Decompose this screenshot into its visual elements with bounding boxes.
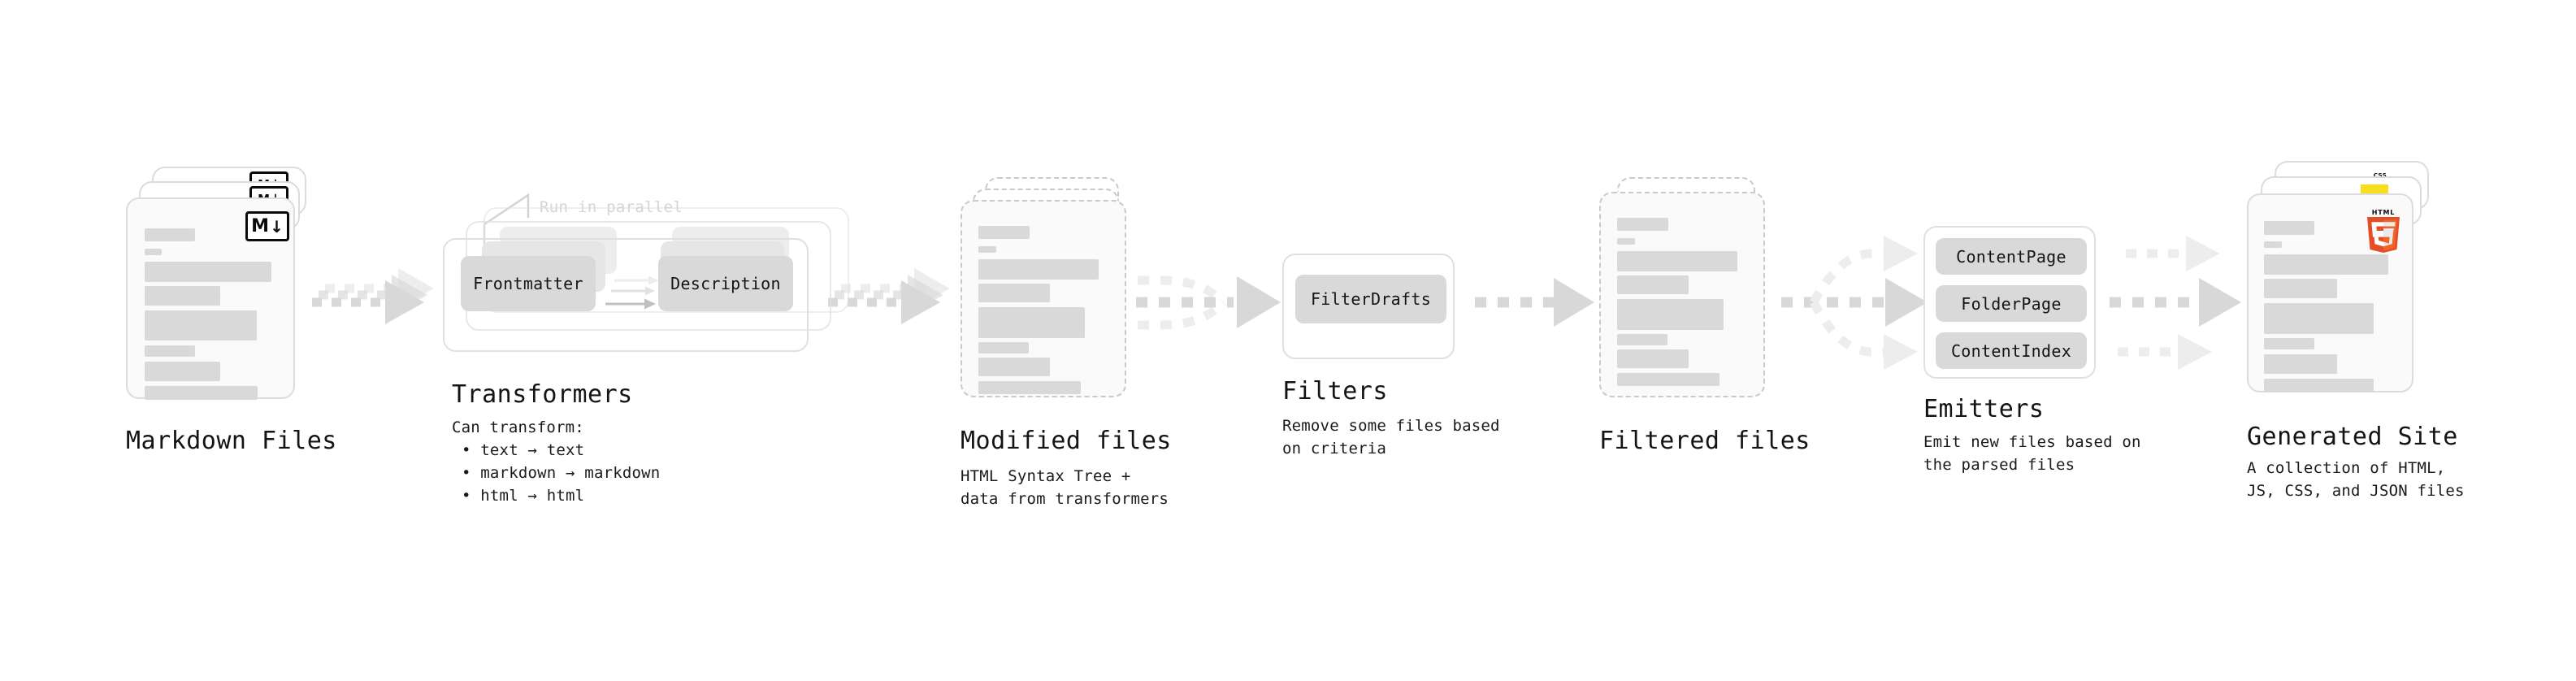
- skeleton-bar: [2264, 354, 2337, 374]
- skeleton-bar: [145, 262, 271, 282]
- stage-title-filters: Filters: [1282, 377, 1388, 406]
- markdown-badge-arrow: ↓: [270, 216, 284, 236]
- skeleton-bar: [2264, 379, 2374, 392]
- skeleton-bar: [2264, 241, 2282, 248]
- skeleton-bar: [145, 386, 258, 400]
- filters-group[interactable]: FilterDrafts: [1282, 254, 1455, 359]
- skeleton-bar: [145, 286, 220, 306]
- stage-title-modified-files: Modified files: [961, 427, 1172, 455]
- skeleton-bar: [1617, 218, 1668, 231]
- modified-files-stack: [961, 177, 1147, 421]
- emitters-pill-label: ContentPage: [1956, 246, 2066, 267]
- transformers-bullet-item: • text → text: [462, 441, 585, 459]
- css-icon-label: CSS: [2373, 172, 2387, 179]
- stage-desc-emitters: Emit new files based on the parsed files: [1923, 433, 2141, 474]
- skeleton-bar: [2264, 221, 2314, 235]
- filtered-card-front: [1599, 192, 1765, 397]
- generated-card-front: [2247, 193, 2413, 393]
- skeleton-bar: [978, 226, 1030, 239]
- transformers-group: Frontmatter Description Frontmatter Desc…: [443, 207, 865, 370]
- modified-card-front: [961, 200, 1126, 397]
- skeleton-bar: [1617, 251, 1737, 271]
- skeleton-bar: [978, 284, 1050, 302]
- stage-desc-filters: Remove some files based on criteria: [1282, 417, 1500, 458]
- transformers-bullet-list: • text → text • markdown → markdown • ht…: [462, 439, 660, 507]
- skeleton-bar: [978, 246, 996, 253]
- emitters-pill-label: ContentIndex: [1950, 340, 2072, 361]
- markdown-badge-front: M↓: [245, 211, 289, 241]
- transformers-bullet-item: • html → html: [462, 487, 585, 505]
- conn-filters-to-filtered: [1475, 278, 1594, 327]
- skeleton-bar: [145, 362, 220, 381]
- generated-site-stack: CSS HTML: [2247, 161, 2450, 421]
- skeleton-bar: [978, 307, 1085, 338]
- skeleton-bar: [978, 259, 1099, 280]
- filters-pill-label: FilterDrafts: [1310, 289, 1432, 309]
- stage-desc-modified-files: HTML Syntax Tree + data from transformer…: [961, 467, 1169, 508]
- stage-title-transformers: Transformers: [452, 380, 633, 409]
- emitters-group[interactable]: ContentPage FolderPage ContentIndex: [1923, 226, 2096, 379]
- emitters-pill-contentpage[interactable]: ContentPage: [1936, 238, 2087, 275]
- conn-md-to-transformers: [312, 268, 434, 324]
- stage-title-markdown-files: Markdown Files: [126, 427, 337, 455]
- transformer-pill-label: Frontmatter: [473, 274, 583, 293]
- stage-title-filtered-files: Filtered files: [1599, 427, 1811, 455]
- skeleton-bar: [2264, 303, 2374, 334]
- stage-title-generated-site: Generated Site: [2247, 423, 2458, 451]
- transformer-container-front[interactable]: [443, 238, 809, 352]
- skeleton-bar: [1617, 238, 1635, 245]
- skeleton-bar: [1617, 334, 1667, 345]
- skeleton-bar: [978, 381, 1081, 394]
- skeleton-bar: [1617, 373, 1720, 386]
- transformer-pill-description[interactable]: Description: [658, 256, 793, 311]
- html5-icon-label: HTML: [2371, 209, 2396, 216]
- markdown-files-stack: M↓ M↓ M↓: [126, 167, 313, 423]
- conn-filtered-to-emitters: [1781, 236, 1928, 370]
- markdown-badge-m: M: [251, 215, 270, 236]
- skeleton-bar: [1617, 299, 1724, 330]
- skeleton-bar: [1617, 275, 1689, 294]
- skeleton-bar: [2264, 279, 2337, 298]
- skeleton-bar: [2264, 254, 2388, 275]
- stage-desc-transformers: Can transform:: [452, 419, 584, 436]
- stage-title-emitters: Emitters: [1923, 395, 2045, 423]
- run-in-parallel-note: Run in parallel: [540, 198, 683, 216]
- transformer-pill-label: Description: [670, 274, 781, 293]
- skeleton-bar: [978, 342, 1029, 354]
- transformer-pill-frontmatter[interactable]: Frontmatter: [461, 256, 596, 311]
- conn-emitters-to-site: [2110, 236, 2241, 370]
- skeleton-bar: [145, 249, 162, 255]
- filtered-files-stack: [1599, 177, 1786, 421]
- emitters-pill-label: FolderPage: [1961, 293, 2062, 314]
- filters-pill-filterdrafts[interactable]: FilterDrafts: [1295, 275, 1446, 323]
- stage-desc-generated-site: A collection of HTML, JS, CSS, and JSON …: [2247, 459, 2465, 500]
- skeleton-bar: [145, 228, 195, 241]
- html5-icon: HTML: [2365, 208, 2402, 253]
- transformers-bullet-item: • markdown → markdown: [462, 464, 661, 482]
- skeleton-bar: [2264, 338, 2314, 349]
- skeleton-bar: [145, 345, 195, 357]
- skeleton-bar: [978, 358, 1050, 376]
- conn-modified-to-filters: [1136, 275, 1281, 330]
- emitters-pill-folderpage[interactable]: FolderPage: [1936, 285, 2087, 322]
- skeleton-bar: [145, 310, 257, 340]
- emitters-pill-contentindex[interactable]: ContentIndex: [1936, 332, 2087, 369]
- skeleton-bar: [1617, 349, 1689, 368]
